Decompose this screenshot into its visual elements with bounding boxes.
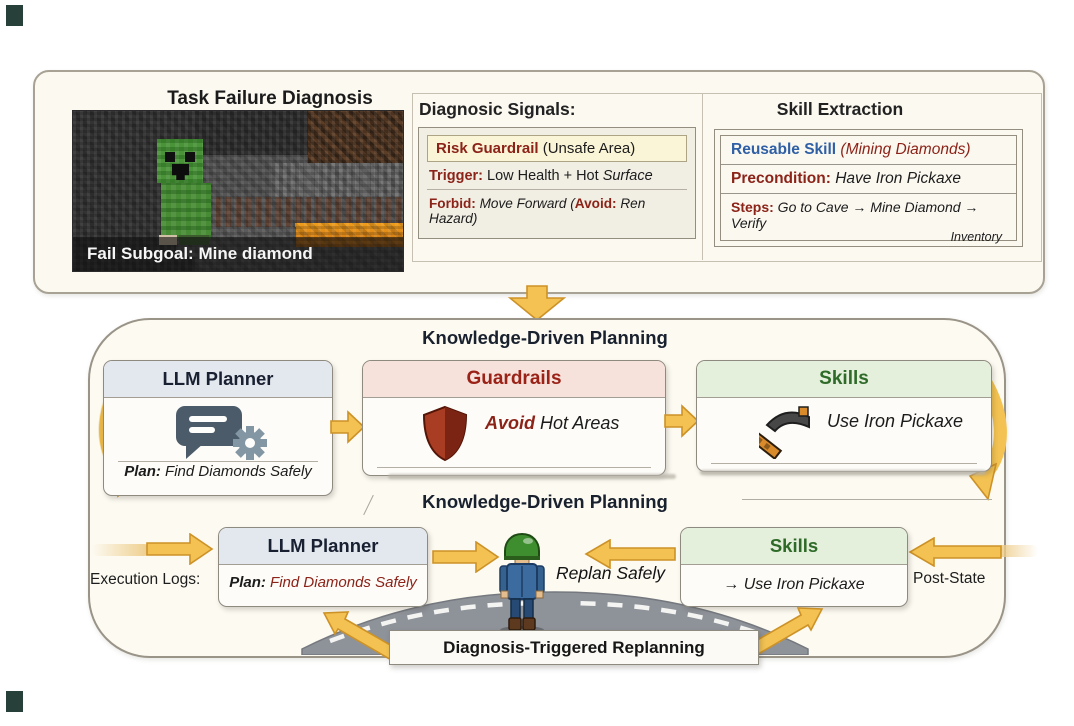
- execution-logs-label: Execution Logs:: [90, 571, 201, 588]
- precondition-row: Precondition: Have Iron Pickaxe: [721, 165, 1016, 194]
- llm-planner-header: LLM Planner: [104, 361, 332, 398]
- risk-guardrail-label: Risk Guardrail: [436, 140, 539, 157]
- guardrails-text: Avoid Hot Areas: [485, 413, 619, 434]
- avoid-label: Avoid:: [574, 196, 617, 211]
- forbid-label: Forbid:: [429, 196, 476, 211]
- planning-title-bottom: Knowledge-Driven Planning: [422, 491, 668, 512]
- skills-header: Skills: [681, 528, 907, 565]
- skill-extraction-box: Reusable Skill (Mining Diamonds) Precond…: [714, 129, 1023, 247]
- avoid-word: Avoid: [485, 413, 536, 433]
- llm-planner-card-bottom: LLM Planner Plan: Find Diamonds Safely: [218, 527, 428, 607]
- precondition-label: Precondition:: [731, 170, 831, 187]
- plan-line: Plan: Find Diamonds Safely: [219, 574, 427, 591]
- plan-text: Find Diamonds Safely: [160, 463, 312, 480]
- agent-character: [499, 532, 545, 634]
- llm-planner-card-top: LLM Planner Plan: Find Diamonds Safely: [103, 360, 333, 496]
- diagnosis-triggered-replanning-label: Diagnosis-Triggered Replanning: [389, 630, 759, 665]
- precondition-text: Have Iron Pickaxe: [830, 170, 961, 187]
- skills-card-top: Skills Use Iron Pickaxe: [696, 360, 992, 472]
- cave-opening: [195, 111, 313, 155]
- diagnosis-title: Task Failure Diagnosis: [167, 88, 373, 109]
- arrow-logs-to-planner: [146, 533, 214, 565]
- post-state-trail: [996, 545, 1038, 557]
- avoid-rest: Hot Areas: [535, 413, 620, 433]
- stone-ledge: [271, 163, 403, 197]
- post-state-label: Post-State: [913, 570, 986, 587]
- creeper-mouth: [172, 164, 189, 180]
- screen-artifact-top: [6, 5, 23, 26]
- info-frame: [412, 93, 1042, 262]
- pickaxe-icon: [759, 406, 810, 459]
- trigger-text: Low Health + Hot: [482, 168, 603, 184]
- minecraft-screenshot: Fail Subgoal: Mine diamond: [72, 110, 404, 272]
- fail-subgoal-caption: Fail Subgoal: Mine diamond: [73, 237, 403, 271]
- creeper-eye: [165, 152, 175, 162]
- arrow-replan-right: [745, 607, 824, 658]
- card-divider: [711, 463, 977, 464]
- skills-text: → Use Iron Pickaxe: [723, 576, 865, 593]
- creeper-eye: [185, 152, 195, 162]
- forbid-row: Forbid: Move Forward (Avoid: Ren Hazard): [427, 190, 687, 231]
- arrow-planner-to-agent: [432, 541, 500, 573]
- arrow-guardrails-to-skills: [664, 404, 700, 438]
- card-divider: [377, 467, 651, 468]
- planning-title-top: Knowledge-Driven Planning: [422, 327, 668, 348]
- shield-icon: [422, 405, 468, 462]
- reusable-skill-label: Reusable Skill: [731, 141, 837, 158]
- card-divider: [118, 461, 318, 462]
- steps-label: Steps:: [731, 199, 774, 215]
- dirt-block: [308, 111, 403, 163]
- skills-card-bottom: Skills → Use Iron Pickaxe: [680, 527, 908, 607]
- lava-flow: [176, 197, 403, 227]
- plan-line: Plan: Find Diamonds Safely: [104, 463, 332, 480]
- diagnosic-signals-box: Risk Guardrail (Unsafe Area) Trigger: Lo…: [418, 127, 696, 239]
- task-failure-diagnosis-panel: Task Failure Diagnosis Fail Subgoal: Min…: [33, 70, 1045, 294]
- plan-label: Plan:: [124, 463, 161, 480]
- guardrails-card: Guardrails Avoid Hot Areas: [362, 360, 666, 476]
- risk-guardrail-detail: (Unsafe Area): [538, 140, 636, 157]
- diagnosic-signals-heading: Diagnosic Signals:: [419, 99, 576, 119]
- steps-row: Steps: Go to Cave → Mine Diamond → Verif…: [721, 194, 1016, 246]
- chat-gear-icon: [176, 406, 267, 460]
- skills-header: Skills: [697, 361, 991, 398]
- arrow-skills-to-agent: [584, 539, 676, 569]
- flow-down-arrow: [507, 285, 567, 321]
- stray-line: [742, 499, 992, 500]
- reusable-skill-row: Reusable Skill (Mining Diamonds): [721, 136, 1016, 165]
- arrow-replan-left: [322, 611, 401, 662]
- creeper-body: [161, 183, 211, 239]
- shadow-smudge: [388, 474, 676, 479]
- forbid-text: Move Forward (: [475, 196, 575, 211]
- guardrails-header: Guardrails: [363, 361, 665, 398]
- arrow-poststate-to-skills: [908, 537, 1002, 567]
- skills-text: Use Iron Pickaxe: [827, 411, 964, 431]
- skill-extraction-heading: Skill Extraction: [776, 99, 904, 119]
- execution-trail: [92, 544, 150, 556]
- replan-safely-label: Replan Safely: [556, 563, 665, 583]
- reusable-skill-name: (Mining Diamonds): [836, 141, 971, 158]
- trigger-label: Trigger:: [429, 168, 483, 184]
- risk-guardrail-row: Risk Guardrail (Unsafe Area): [427, 135, 687, 162]
- plan-label: Plan:: [229, 574, 266, 591]
- skill-extraction-inner: Reusable Skill (Mining Diamonds) Precond…: [720, 135, 1017, 244]
- arrow-planner-to-guardrails: [330, 410, 366, 444]
- creeper-head: [157, 139, 203, 183]
- trigger-text-italic: Surface: [602, 168, 653, 184]
- steps-text: Go to Cave → Mine Diamond → Verify: [731, 199, 979, 231]
- screen-artifact-bottom: [6, 691, 23, 712]
- llm-planner-header: LLM Planner: [219, 528, 427, 565]
- trigger-row: Trigger: Low Health + Hot Surface: [427, 162, 687, 190]
- shadow-smudge: [700, 470, 986, 475]
- info-frame-divider: [702, 93, 703, 260]
- avoid-text: Ren Hazard): [429, 196, 646, 226]
- steps-tail: Inventory: [950, 230, 1002, 244]
- plan-text: Find Diamonds Safely: [265, 574, 417, 591]
